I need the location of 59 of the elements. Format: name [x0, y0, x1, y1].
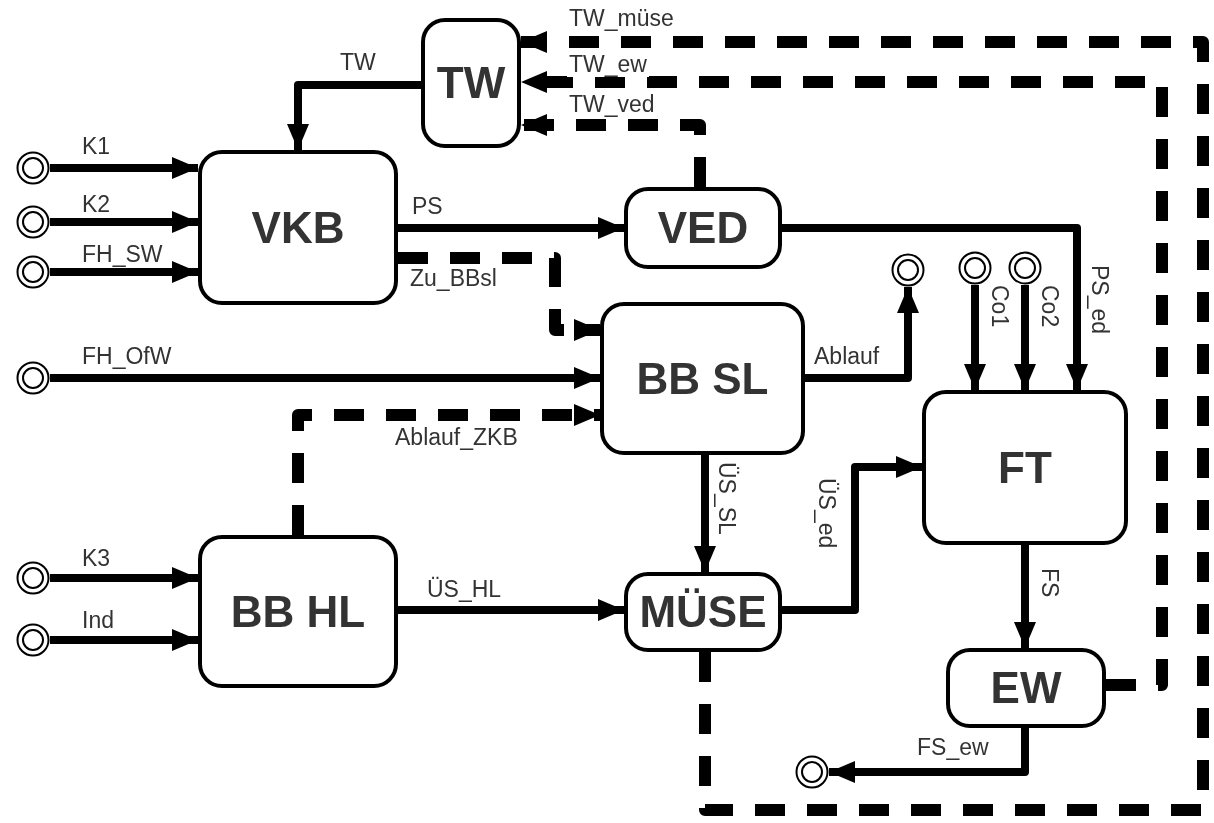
- process-box: [421, 18, 521, 148]
- edge-label: Ablauf_ZKB: [393, 425, 520, 451]
- arrow: [782, 224, 1088, 390]
- terminal-circle: [891, 253, 925, 287]
- arrow: [829, 728, 1029, 783]
- edge-label: FH_OfW: [80, 344, 174, 370]
- edge-label: FH_SW: [80, 242, 165, 268]
- dashed-arrow: [292, 404, 600, 535]
- edge-label: ÜS_SL: [712, 462, 742, 535]
- box-title: BB SL: [636, 353, 769, 404]
- terminal-circle: [16, 205, 50, 239]
- arrow: [398, 599, 624, 621]
- arrow: [1014, 545, 1036, 648]
- arrow: [1014, 285, 1036, 390]
- edge-label: Zu_BBsl: [408, 266, 499, 292]
- terminal-circle: [16, 151, 50, 185]
- terminal-circle: [16, 255, 50, 289]
- box-title: VKB: [251, 202, 345, 253]
- edge-label: TW_ved: [567, 92, 657, 118]
- dashed-arrow: [521, 114, 706, 187]
- dashed-arrow: [521, 71, 1168, 691]
- terminal-circle: [1008, 251, 1042, 285]
- terminal-circle: [16, 361, 50, 395]
- arrow: [50, 367, 600, 389]
- process-box: [624, 187, 782, 269]
- box-title: MÜSE: [639, 587, 767, 637]
- arrow: [50, 261, 198, 283]
- box-title: BB HL: [230, 586, 366, 637]
- arrow: [782, 456, 922, 614]
- arrow: [50, 567, 198, 589]
- dashed-arrow: [398, 252, 600, 341]
- process-box: [946, 648, 1106, 728]
- arrow: [398, 217, 624, 239]
- process-box: [600, 302, 805, 455]
- box-title: TW: [436, 58, 506, 108]
- edge-label: FS_ew: [915, 735, 991, 761]
- arrow: [50, 211, 198, 233]
- process-box: [198, 150, 398, 305]
- edge-label: ÜS_ed: [812, 478, 842, 549]
- process-box: [198, 535, 398, 688]
- terminal-circle: [16, 623, 50, 657]
- arrow: [964, 285, 986, 390]
- box-title: EW: [990, 663, 1062, 713]
- arrow: [50, 629, 198, 651]
- arrow: [50, 157, 198, 179]
- edge-label: TW_müse: [567, 6, 676, 32]
- arrow: [694, 455, 716, 572]
- box-title: VED: [657, 203, 749, 253]
- arrow: [805, 287, 919, 382]
- edge-label: ÜS_HL: [425, 577, 504, 603]
- box-title: FT: [998, 442, 1052, 493]
- dashed-arrow: [521, 31, 1209, 816]
- terminal-circle: [16, 561, 50, 595]
- terminal-circle: [795, 755, 829, 789]
- process-box: [922, 390, 1128, 545]
- process-box: [624, 572, 782, 652]
- terminal-circle: [958, 251, 992, 285]
- arrow: [287, 81, 421, 150]
- edge-label: TW_ew: [567, 52, 649, 78]
